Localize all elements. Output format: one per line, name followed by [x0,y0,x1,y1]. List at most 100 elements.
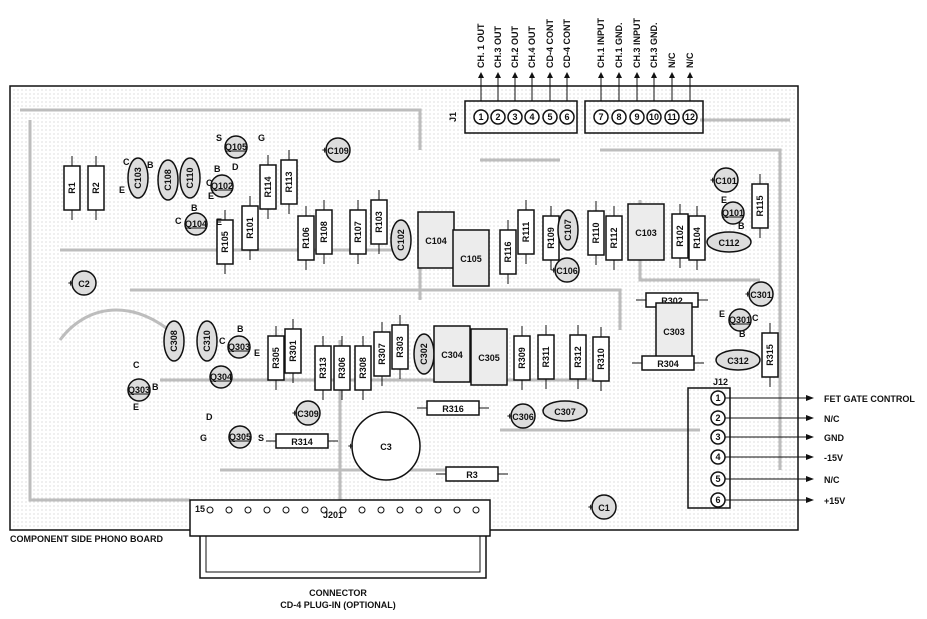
component-c308: C308 [163,320,185,362]
j1-pin-6-label: CD-4 CONT [562,18,572,68]
j1-pin-10-label: CH.3 GND. [649,22,659,68]
capacitor-body [554,257,580,283]
capacitor-body [325,137,351,163]
j1-pin-6-arrow [564,72,570,78]
capacitor-body [295,400,321,426]
j201-pin-number: 15 [195,504,205,514]
component-r309: R309 [513,326,531,390]
j1-housing-left [464,100,578,134]
component-r1: R1 [63,156,81,220]
component-label: C305 [478,353,500,363]
component-label: Q101 [722,208,744,218]
polarity-plus: + [348,441,353,451]
component-label: Q102 [211,181,233,191]
component-r303: R303 [391,315,409,379]
j1-pin-12-arrow [687,72,693,78]
j1-pin-2-number: 2 [495,112,500,122]
j1-pin-9-label: CH.3 INPUT [632,17,642,68]
component-q101: Q101 [721,201,745,225]
component-r301: R301 [284,319,302,383]
component-label: C101 [715,176,737,186]
component-label: C306 [512,412,534,422]
capacitor-body [542,400,588,422]
resistor-body [267,335,285,381]
j1-pin-1-arrow [478,72,484,78]
transistor-lead-b: B [738,221,745,231]
component-c103: C103 [127,157,149,199]
transistor-lead-d: D [206,412,213,422]
resistor-body [592,336,610,382]
j201-pin-dot [301,506,309,514]
component-c108: C108 [157,159,179,201]
component-label: Q305 [229,432,251,442]
j1-pin-1-circle [473,109,489,125]
j201-pin-dot [396,506,404,514]
resistor-body [688,215,706,261]
j201-pin-dot [339,506,347,514]
component-c105: C105 [452,229,490,287]
j1-pin-4-arrow [529,72,535,78]
component-label: R314 [291,437,313,447]
component-r304: R304 [632,355,704,371]
transistor-lead-e: E [254,348,260,358]
resistor-body [641,355,695,371]
j201-pin-dot [263,506,271,514]
transistor-lead-e: E [133,402,139,412]
component-label: R308 [358,357,368,379]
j12-pin-2-label: N/C [824,414,840,424]
component-label: R107 [353,221,363,243]
component-label: C307 [554,407,576,417]
component-label: R104 [692,227,702,249]
component-label: R303 [395,336,405,358]
j12-pin-3-label: GND [824,433,845,443]
transistor-body [127,378,151,402]
component-c312: C312 [715,349,761,371]
component-label: R311 [541,346,551,367]
j12-pin-4-arrow [806,454,814,460]
component-label: R313 [318,357,328,379]
transistor-lead-c: C [219,336,226,346]
transistor-body [210,174,234,198]
transistor-lead-s: S [216,133,222,143]
j12-pin-6-arrow [806,497,814,503]
component-c305: C305 [470,328,508,386]
component-label: R109 [546,227,556,249]
component-label: R305 [271,347,281,369]
transistor-lead-c: C [133,360,140,370]
j12-pin-6-label: +15V [824,496,845,506]
component-q303: Q303 [227,335,251,359]
component-label: C110 [185,167,195,188]
component-c307: C307 [542,400,588,422]
resistor-body [349,209,367,255]
component-r106: R106 [297,206,315,270]
component-label: R304 [657,359,679,369]
component-c102: C102 [390,219,412,261]
j12-pin-2-number: 2 [715,413,720,423]
j12-pin-4-label: -15V [824,453,843,463]
resistor-body [671,213,689,259]
component-label: R105 [220,231,230,253]
j1-pin-7-circle [593,109,609,125]
j1-pin-3-number: 3 [512,112,517,122]
resistor-body [569,334,587,380]
component-label: R111 [521,222,531,243]
component-label: C107 [563,219,573,241]
component-label: R302 [661,296,683,306]
copper-traces [20,108,790,502]
component-r316: R316 [417,400,489,416]
j201-pin-dots [206,506,480,514]
j12-pin-4-number: 4 [715,452,720,462]
component-c106: C106+ [551,257,580,283]
resistor-body [499,229,517,275]
resistor-body [280,159,298,205]
component-label: R309 [517,347,527,369]
transistor-lead-c: C [123,157,130,167]
capacitor-box [452,229,490,287]
j1-pin-9-number: 9 [634,112,639,122]
j1-pin-4-number: 4 [529,112,534,122]
component-label: R1 [67,182,77,194]
